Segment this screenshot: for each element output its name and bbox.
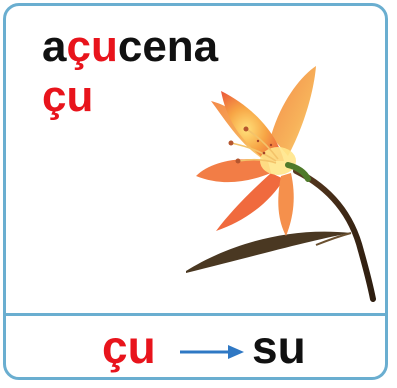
- card-divider: [6, 313, 385, 316]
- word-card: açucena çu: [3, 3, 388, 380]
- conversion-from: çu: [102, 321, 156, 373]
- conversion-to: su: [252, 321, 306, 373]
- syllable-label: çu: [42, 72, 94, 121]
- word-highlight-syllable: çu: [66, 22, 118, 71]
- word-suffix: cena: [117, 22, 219, 71]
- syllable-conversion: çu su: [6, 318, 385, 377]
- word-prefix: a: [42, 22, 67, 71]
- right-arrow-icon: [180, 345, 244, 359]
- lily-flower-icon: [186, 66, 376, 302]
- word-title: açucena: [42, 22, 218, 72]
